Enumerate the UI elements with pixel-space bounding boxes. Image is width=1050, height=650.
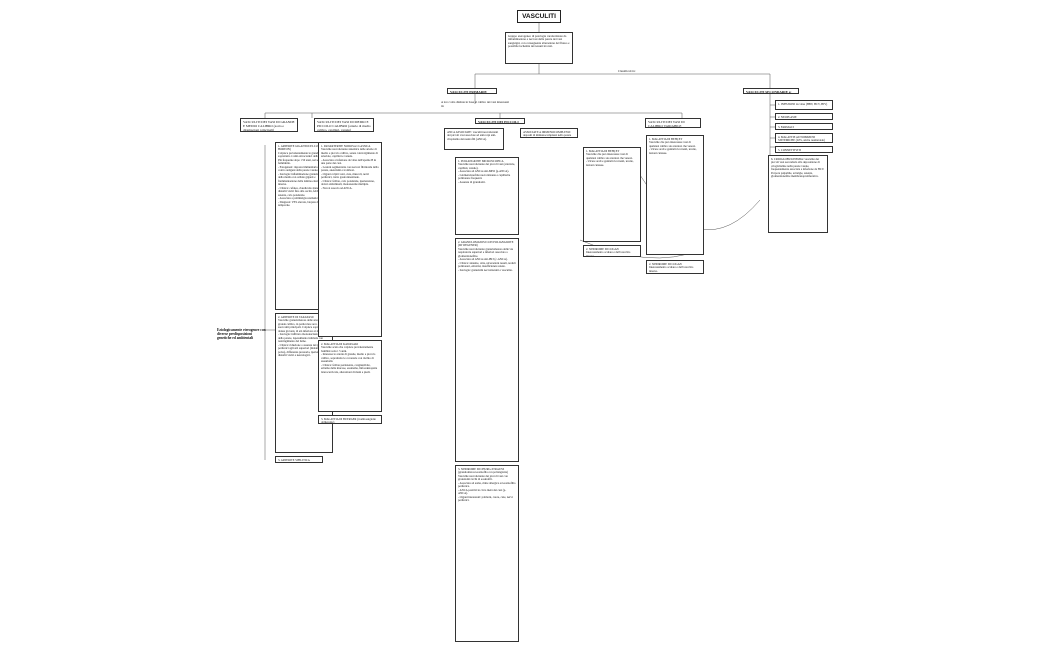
secondary-5: 5. CONNETTIVITI [775,146,833,153]
column-header-large: VASCULITI DEI VASI DI GRANDE E MEDIO CAL… [240,118,298,132]
secondary-4: 4. MALATTIE AUTOIMMUNI SISTEMICHE (LES, … [775,133,833,143]
small-extra-anca: ANCA ASSOCIATE: vasculiti necrotizzanti … [444,128,504,150]
col3-box-2: 2. GRANULOMATOSI CON POLIANGIOITE (DI WE… [455,238,519,462]
secondary-3: 3. FARMACI [775,123,833,130]
column-header-small: VASCULITI DEI PICCOLI VASI [475,118,525,124]
col4-box-1: 1. MALATTIA DI BEHÇET Vasculite che può … [583,147,641,242]
page-title: VASCULITI [517,10,561,23]
definition-box: Gruppo eterogeneo di patologie caratteri… [505,32,573,64]
col4-box-cogan-detail: 2. SINDROME DI COGAN Interessamento ocul… [646,260,704,274]
branch-secondarie: VASCULITI SECONDARIE a: [743,88,799,94]
col2-box-1: 1. PANARTERITE NODOSA CLASSICA Vasculite… [318,142,382,337]
col3-box-3: 3. SINDROME DI CHURG-STRAUSS (granulomat… [455,465,519,642]
mid-note: A loro volta distinte in base al calibro… [441,101,510,108]
secondary-2: 2. NEOPLASIE [775,113,833,120]
col2-box-3: 3. MALATTIA DI BUERGER (tromboangioite o… [318,415,382,424]
col4-box-behcet-detail: 1. MALATTIA DI BEHÇET Vasculite che può … [646,135,704,255]
left-note: Eziologicamente eterogenee con diverse p… [217,328,267,341]
column-header-medium: VASCULITI DEI VASI DI MEDIO E PICCOLO CA… [314,118,374,132]
branch-primarie: VASCULITI PRIMARIE [447,88,497,94]
classification-label: Classificati in: [618,70,636,73]
col1-box-3: 3. ARTERITE SIFILITICA [275,456,323,463]
small-extra-immunocomplex: ASSOCIATE A IMMUNOCOMPLESSI: depositi di… [520,128,578,138]
secondary-1: 1. INFEZIONI da virus (HBV, HCV, HIV) [775,100,833,110]
col4-box-2: 2. SINDROME DI COGAN Interessamento ocul… [583,245,641,257]
column-header-variable: VASCULITI DEI VASI DI CALIBRO VARIABILE [645,118,701,128]
col3-box-1: 1. POLIANGIOITE MICROSCOPICA Vasculite n… [455,157,519,235]
secondary-6: 6. CRIOGLOBULINEMIA: vasculite dei picco… [768,155,828,233]
col2-box-2: 2. MALATTIA DI KAWASAKI Vasculite acuta … [318,340,382,412]
